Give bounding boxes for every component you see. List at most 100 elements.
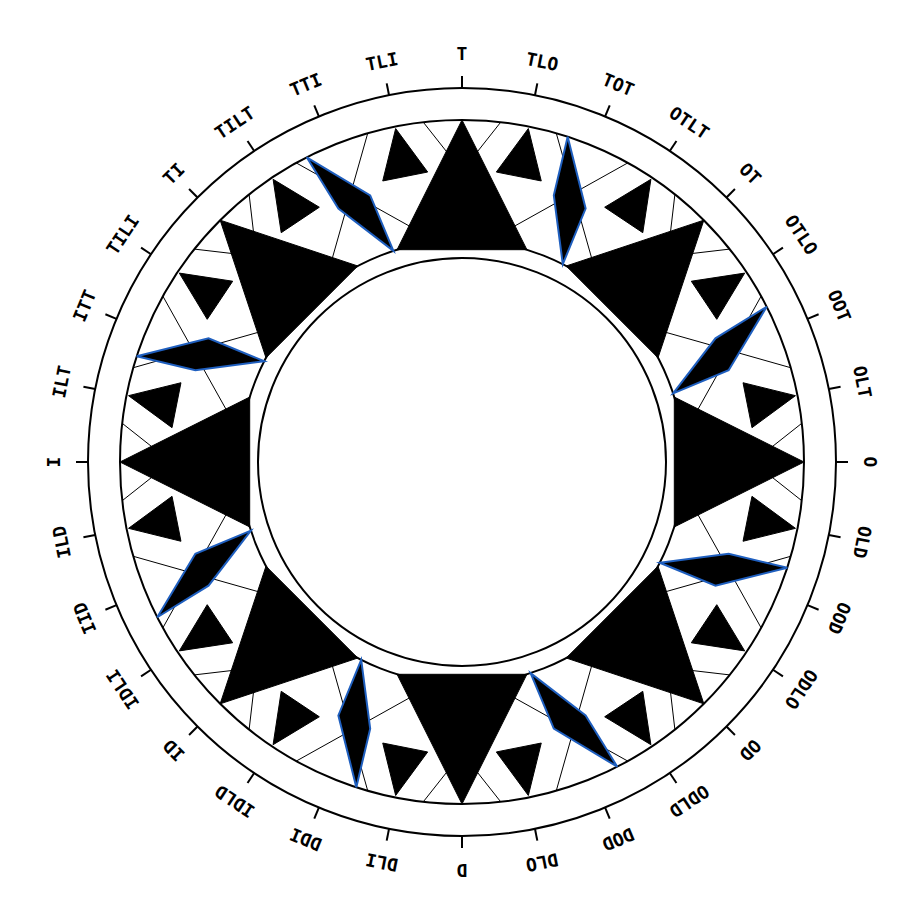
main-point (397, 120, 527, 250)
tick-mark (141, 670, 151, 677)
compass-point-label: DLO (524, 850, 559, 874)
compass-point-label: OTLO (782, 212, 821, 258)
tick-mark (726, 726, 734, 734)
compass-point-label: OT (736, 159, 764, 187)
diamond-point (531, 673, 618, 767)
compass-point-label: TILI (103, 212, 142, 258)
tick-mark (461, 76, 463, 88)
diamond-point (307, 157, 394, 251)
small-point (273, 691, 319, 744)
tick-mark (670, 141, 677, 151)
compass-point-label: OOT (824, 287, 853, 324)
tick-mark (461, 836, 463, 848)
tick-mark (808, 605, 819, 610)
compass-point-label: DDI (287, 824, 324, 853)
small-point (605, 179, 651, 232)
small-point (691, 605, 744, 651)
diamond-point (660, 554, 787, 586)
small-point (605, 691, 651, 744)
small-point (496, 743, 541, 795)
small-point (129, 383, 181, 428)
tick-mark (248, 141, 255, 151)
small-point (273, 179, 319, 232)
small-point (179, 273, 232, 319)
compass-point-label: ODLD (666, 782, 712, 821)
tick-mark (773, 248, 783, 255)
tick-mark (189, 189, 197, 197)
tick-mark (189, 726, 197, 734)
small-point (743, 383, 795, 428)
tick-mark (76, 461, 88, 463)
tick-mark (605, 808, 610, 819)
main-point (120, 397, 250, 527)
compass-point-label: ILT (50, 365, 74, 400)
small-point (383, 129, 428, 181)
tick-mark (141, 248, 151, 255)
tick-mark (773, 670, 783, 677)
compass-point-label: T (457, 45, 468, 63)
tick-mark (248, 773, 255, 783)
ring-circle (120, 120, 804, 804)
compass-point-label: IDLD (212, 782, 258, 821)
tick-mark (726, 189, 734, 197)
small-point (179, 605, 232, 651)
tick-mark (535, 829, 537, 841)
tick-mark (829, 387, 841, 389)
compass-point-label: TLI (365, 50, 400, 74)
tick-mark (83, 535, 95, 537)
tick-mark (829, 535, 841, 537)
diamond-point (554, 137, 586, 264)
small-point (691, 273, 744, 319)
compass-point-label: TI (159, 159, 187, 187)
compass-point-label: TOT (600, 71, 637, 100)
main-point (397, 674, 527, 804)
compass-point-label: OD (736, 736, 764, 764)
compass-point-label: O (861, 457, 879, 468)
small-point (383, 743, 428, 795)
tick-mark (670, 773, 677, 783)
compass-point-label: I (45, 457, 63, 468)
diamond-point (338, 660, 370, 787)
small-point (496, 129, 541, 181)
diamond-point (673, 307, 767, 394)
compass-point-label: TILT (212, 103, 258, 142)
compass-point-label: ODLO (782, 666, 821, 712)
compass-point-label: TLO (524, 50, 559, 74)
ring-circle (258, 258, 666, 666)
compass-point-label: DOD (600, 824, 637, 853)
main-point (674, 397, 804, 527)
tick-mark (387, 829, 389, 841)
main-point (220, 566, 358, 704)
compass-point-label: IID (71, 600, 100, 637)
compass-point-label: ILD (50, 524, 74, 559)
tick-mark (105, 605, 116, 610)
main-point (566, 566, 704, 704)
small-point (743, 496, 795, 541)
tick-mark (314, 105, 319, 116)
compass-point-label: ID (159, 736, 187, 764)
compass-point-label: IDLI (103, 666, 142, 712)
diamond-point (157, 531, 251, 618)
tick-mark (836, 461, 848, 463)
diamond-point (137, 338, 264, 370)
compass-point-label: OLT (850, 365, 874, 400)
tick-mark (808, 314, 819, 319)
tick-mark (387, 83, 389, 95)
ring-circle (88, 88, 836, 836)
main-point (220, 220, 358, 358)
tick-mark (83, 387, 95, 389)
compass-point-label: ITT (71, 287, 100, 324)
compass-point-label: DLI (365, 850, 400, 874)
tick-mark (535, 83, 537, 95)
compass-point-label: OLD (850, 524, 874, 559)
compass-point-label: TTI (287, 71, 324, 100)
compass-point-label: D (457, 861, 468, 879)
compass-point-label: OOD (824, 600, 853, 637)
compass-point-label: OTLT (666, 103, 712, 142)
tick-mark (314, 808, 319, 819)
tick-mark (105, 314, 116, 319)
main-point (566, 220, 704, 358)
tick-mark (605, 105, 610, 116)
